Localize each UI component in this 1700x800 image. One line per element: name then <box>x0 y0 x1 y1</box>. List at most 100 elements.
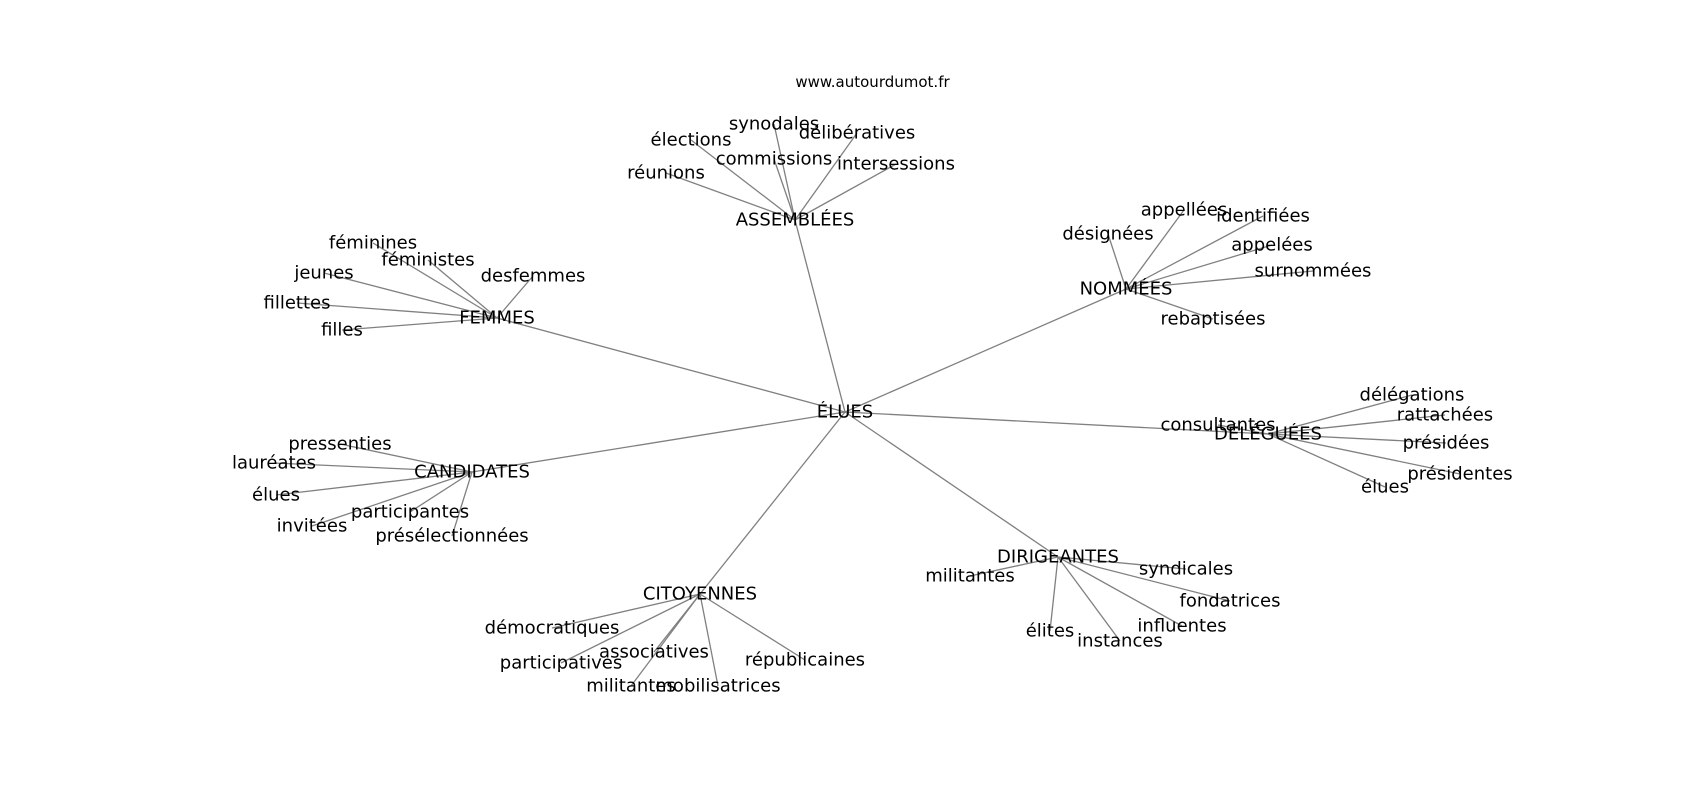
edge-assemblees-4 <box>794 163 897 221</box>
leaf-node-femmes[interactable]: jeunes <box>293 263 353 284</box>
edge-deleguees-1 <box>1267 414 1446 435</box>
leaf-node-dirigeantes[interactable]: syndicales <box>1139 559 1233 580</box>
edge-dirigeantes-0 <box>969 556 1059 577</box>
edge-center-candidates <box>471 411 846 473</box>
leaf-node-candidates[interactable]: participantes <box>351 502 469 523</box>
leaf-node-citoyennes[interactable]: républicaines <box>745 650 865 671</box>
edge-deleguees-2 <box>1217 424 1269 435</box>
edge-nommees-5 <box>1125 288 1214 320</box>
edge-nommees-3 <box>1125 244 1273 290</box>
leaf-node-assemblees[interactable]: synodales <box>729 114 819 135</box>
leaf-node-citoyennes[interactable]: participatives <box>500 653 622 674</box>
edge-femmes-0 <box>372 242 498 319</box>
leaf-node-femmes[interactable]: féminines <box>329 233 417 254</box>
edge-center-femmes <box>496 317 846 413</box>
leaf-node-citoyennes[interactable]: associatives <box>599 642 709 663</box>
edge-nommees-2 <box>1107 233 1127 290</box>
leaf-node-candidates[interactable]: lauréates <box>232 453 316 474</box>
edge-citoyennes-0 <box>551 593 701 629</box>
edge-femmes-2 <box>323 272 498 319</box>
edge-citoyennes-3 <box>560 593 701 664</box>
edge-candidates-4 <box>311 471 473 527</box>
leaf-node-deleguees[interactable]: délégations <box>1360 385 1465 406</box>
edge-center-dirigeantes <box>844 411 1059 558</box>
hub-node-assemblees[interactable]: ASSEMBLÉES <box>736 209 855 231</box>
hub-node-candidates[interactable]: CANDIDATES <box>414 462 530 483</box>
leaf-node-deleguees[interactable]: présidées <box>1403 433 1490 454</box>
edge-candidates-1 <box>273 462 473 473</box>
leaf-node-nommees[interactable]: surnommées <box>1255 261 1372 282</box>
edge-nommees-0 <box>1125 209 1185 290</box>
edge-dirigeantes-2 <box>1057 556 1231 602</box>
edge-citoyennes-4 <box>630 593 701 687</box>
leaf-node-femmes[interactable]: féministes <box>381 250 474 271</box>
leaf-node-nommees[interactable]: appellées <box>1141 200 1227 221</box>
edge-femmes-3 <box>496 275 534 319</box>
leaf-node-femmes[interactable]: desfemmes <box>481 266 586 287</box>
edge-deleguees-5 <box>1267 433 1386 488</box>
leaf-node-dirigeantes[interactable]: élites <box>1026 621 1075 642</box>
leaf-node-assemblees[interactable]: réunions <box>627 163 705 184</box>
leaf-node-assemblees[interactable]: élections <box>651 130 732 151</box>
leaf-node-femmes[interactable]: fillettes <box>264 293 331 314</box>
hub-node-deleguees[interactable]: DÉLÉGUÉES <box>1214 423 1322 445</box>
hub-node-citoyennes[interactable]: CITOYENNES <box>643 584 757 605</box>
leaf-node-femmes[interactable]: filles <box>321 320 363 341</box>
site-url: www.autourdumot.fr <box>795 73 950 91</box>
leaf-node-deleguees[interactable]: rattachées <box>1397 405 1493 426</box>
leaf-node-candidates[interactable]: pressenties <box>288 434 391 455</box>
leaf-node-deleguees[interactable]: élues <box>1361 477 1409 498</box>
edge-femmes-5 <box>341 317 498 331</box>
edge-nommees-4 <box>1125 270 1314 290</box>
edge-center-assemblees <box>794 219 846 413</box>
leaf-node-candidates[interactable]: présélectionnées <box>375 526 528 547</box>
leaf-node-assemblees[interactable]: intersessions <box>837 154 955 175</box>
edge-citoyennes-5 <box>699 593 719 687</box>
leaf-node-nommees[interactable]: désignées <box>1062 224 1153 245</box>
edge-deleguees-0 <box>1267 394 1413 435</box>
leaf-node-assemblees[interactable]: commissions <box>716 149 833 170</box>
leaf-node-citoyennes[interactable]: démocratiques <box>485 618 620 639</box>
leaf-node-citoyennes[interactable]: militantes <box>586 676 676 697</box>
edge-dirigeantes-5 <box>1057 556 1121 642</box>
leaf-node-dirigeantes[interactable]: militantes <box>925 566 1015 587</box>
leaf-node-dirigeantes[interactable]: influentes <box>1137 616 1226 637</box>
edge-citoyennes-2 <box>699 593 806 661</box>
edge-femmes-4 <box>296 302 498 319</box>
edge-deleguees-3 <box>1267 433 1447 444</box>
leaf-node-deleguees[interactable]: consultantes <box>1160 415 1275 436</box>
center-node[interactable]: ÉLUES <box>817 401 873 423</box>
hub-node-femmes[interactable]: FEMMES <box>459 308 535 329</box>
leaf-node-dirigeantes[interactable]: instances <box>1077 631 1163 652</box>
edges-layer <box>273 123 1461 687</box>
leaf-node-dirigeantes[interactable]: fondatrices <box>1179 591 1280 612</box>
edge-center-deleguees <box>844 411 1269 435</box>
leaf-node-candidates[interactable]: invitées <box>277 516 348 537</box>
edge-dirigeantes-1 <box>1057 556 1187 570</box>
leaf-node-assemblees[interactable]: délibératives <box>799 123 916 144</box>
edge-assemblees-0 <box>690 139 796 221</box>
edge-center-nommees <box>844 288 1127 413</box>
hub-node-nommees[interactable]: NOMMÉES <box>1080 278 1173 300</box>
edge-assemblees-3 <box>773 158 796 221</box>
leaf-node-nommees[interactable]: rebaptisées <box>1161 309 1266 330</box>
edge-candidates-5 <box>451 471 473 537</box>
leaf-node-candidates[interactable]: élues <box>252 485 300 506</box>
edge-nommees-1 <box>1125 215 1264 290</box>
edge-deleguees-4 <box>1267 433 1461 475</box>
leaf-node-nommees[interactable]: appelées <box>1231 235 1312 256</box>
edge-assemblees-5 <box>665 172 796 221</box>
edge-center-citoyennes <box>699 411 846 595</box>
leaf-node-deleguees[interactable]: présidentes <box>1407 464 1512 485</box>
edge-assemblees-2 <box>794 132 858 221</box>
leaf-node-nommees[interactable]: identifiées <box>1216 206 1310 227</box>
leaf-node-citoyennes[interactable]: mobilisatrices <box>655 676 780 697</box>
edge-candidates-2 <box>275 471 473 496</box>
edge-candidates-3 <box>409 471 473 513</box>
hub-node-dirigeantes[interactable]: DIRIGEANTES <box>997 547 1119 568</box>
edge-femmes-1 <box>427 259 498 319</box>
edge-assemblees-1 <box>773 123 796 221</box>
